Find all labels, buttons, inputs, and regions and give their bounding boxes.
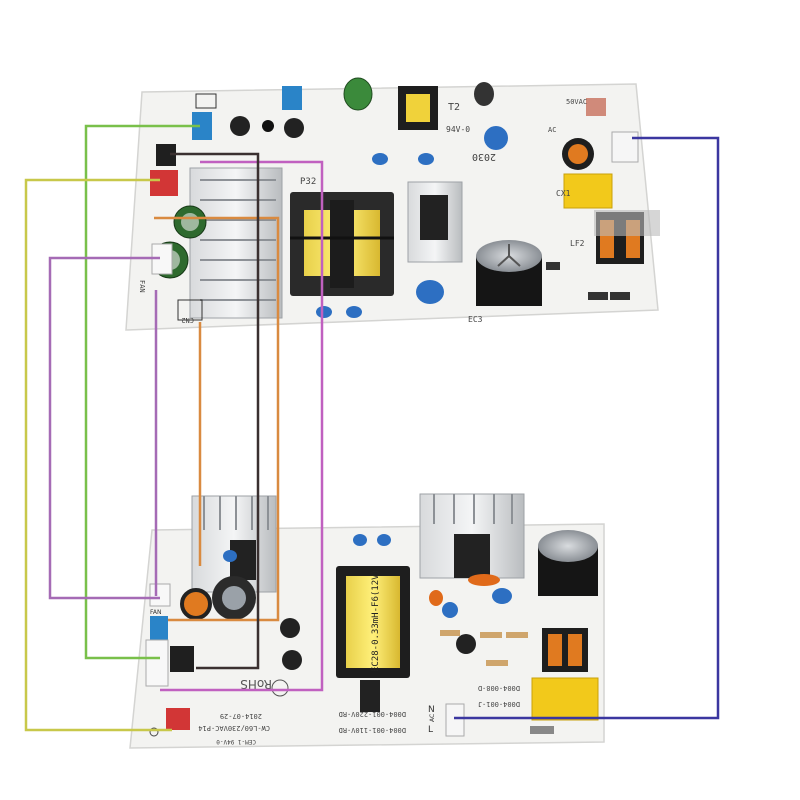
top-big-capacitor <box>476 240 542 306</box>
bottom-part2: D004-001-220V-RD <box>339 710 406 718</box>
bottom-cap-4 <box>456 634 476 654</box>
top-marking-ac: AC <box>548 126 556 134</box>
top-cap-3 <box>343 77 373 111</box>
bottom-x-capacitor <box>531 677 599 721</box>
top-marking-cx1: CX1 <box>556 189 571 198</box>
top-connector-red <box>150 170 178 196</box>
top-connector-blue-1 <box>192 112 212 140</box>
top-marking-p32: P32 <box>300 177 316 187</box>
top-choke-1 <box>562 138 594 170</box>
top-marking-fan: FAN <box>138 280 146 293</box>
bottom-cap-3 <box>282 650 302 670</box>
bottom-marking-94v0: CEM-1 94V-0 <box>216 738 256 745</box>
top-connector-ac <box>611 131 639 163</box>
bottom-connector-fan <box>149 583 171 607</box>
bottom-big-capacitor <box>538 530 598 596</box>
bottom-marking-fan: FAN <box>150 609 162 616</box>
bottom-connector-blue <box>150 616 168 646</box>
bottom-marking-l: L <box>428 725 433 735</box>
top-connector-blue-2 <box>282 86 302 110</box>
wire-green <box>84 124 200 660</box>
top-marking-cn2: CN2 <box>181 316 194 324</box>
bottom-marking-n: N <box>428 705 435 715</box>
bottom-choke-2 <box>180 588 212 620</box>
bottom-part3: D004-001-J <box>478 700 520 708</box>
top-connector-black <box>156 144 176 166</box>
wire-orange-1 <box>154 216 280 622</box>
bottom-connector-ac <box>445 703 465 737</box>
wire-purple <box>48 256 160 600</box>
top-board: T2 94V-0 2030 CX1 LF2 EC3 P32 FAN CN2 50… <box>125 77 660 331</box>
bottom-cap-2 <box>280 618 300 638</box>
bottom-date: 2014-07-29 <box>220 712 262 720</box>
bottom-model: CW-L60/230VAC-P14 <box>198 724 270 732</box>
top-cap-4 <box>474 82 494 106</box>
bottom-connector-white <box>145 639 169 687</box>
bottom-transformer-label: EC28-0.33mH-F6(12V) <box>371 569 381 672</box>
bottom-choke-1 <box>542 628 588 672</box>
wire-yellow <box>24 178 172 732</box>
bottom-part1: D004-001-110V-RD <box>339 726 406 734</box>
top-marking-acv: 50VAC <box>566 98 587 106</box>
top-marking-94v0: 94V-0 <box>446 125 470 134</box>
bottom-part4: D004-008-D <box>478 684 520 692</box>
wire-black-1 <box>170 152 260 670</box>
bottom-transformer: EC28-0.33mH-F6(12V) <box>336 566 410 678</box>
bottom-board: EC28-0.33mH-F6(12V) <box>129 493 605 749</box>
top-marking-ec: EC3 <box>468 315 483 324</box>
bottom-connector-red <box>166 708 190 730</box>
top-transformer <box>290 192 394 296</box>
wire-navy <box>454 136 720 720</box>
bottom-marking-ac: AC <box>429 714 436 722</box>
wiring <box>24 124 720 732</box>
top-marking-2030: 2030 <box>472 151 496 162</box>
top-heatsink <box>189 167 283 319</box>
top-x-capacitor <box>563 173 613 209</box>
top-marking-t2: T2 <box>448 102 460 113</box>
wire-magenta <box>160 160 324 692</box>
bottom-heatsink-right <box>419 493 525 579</box>
bottom-connector-black <box>170 646 194 672</box>
bottom-rohs: RoHS <box>240 677 272 691</box>
top-marking-lf2: LF2 <box>570 239 585 248</box>
